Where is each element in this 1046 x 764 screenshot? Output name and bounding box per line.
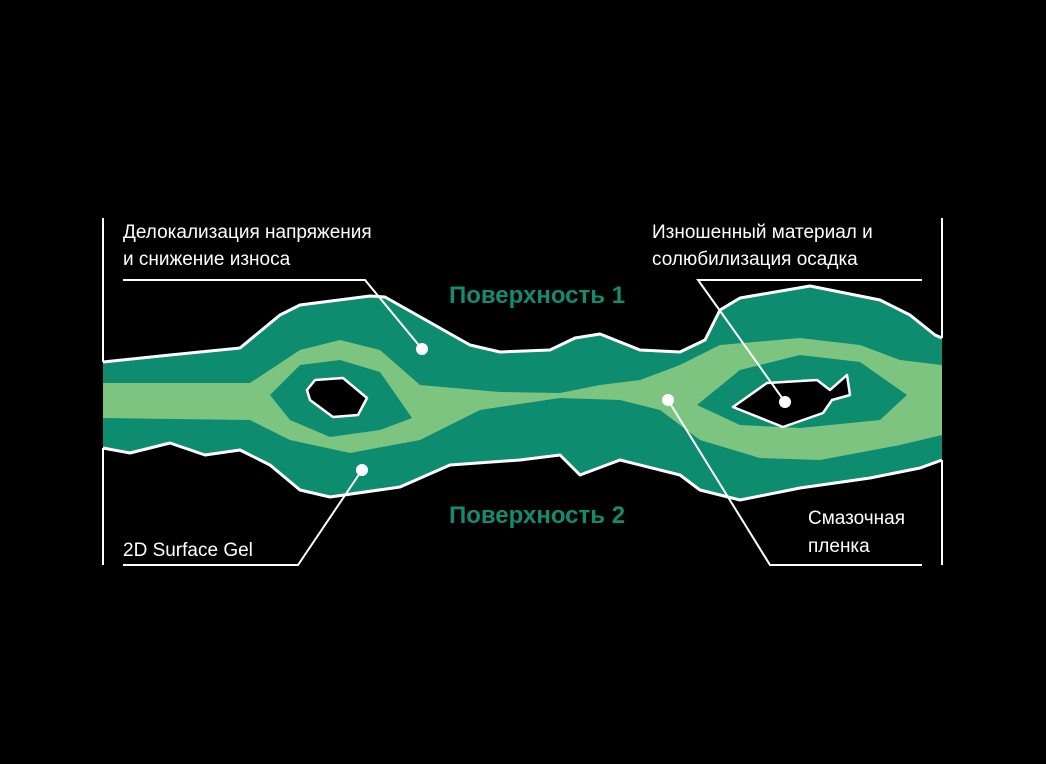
label-surface-1: Поверхность 1 [449,282,625,309]
dot-gel [356,464,368,476]
leader-film [667,399,922,566]
label-wear-line2: солюбилизация осадка [652,249,858,270]
label-film-line2: пленка [808,536,870,557]
surface-1-edge [102,284,943,364]
wear-particle-right [731,373,852,429]
leader-stress [123,279,423,350]
label-stress-line1: Делокализация напряжения [123,222,372,243]
label-wear-line1: Изношенный материал и [652,222,873,243]
label-stress-line2: и снижение износа [123,249,291,270]
label-film-line1: Смазочная [808,508,905,529]
dot-stress [416,343,428,355]
label-surface-gel: 2D Surface Gel [123,540,253,561]
label-surface-2: Поверхность 2 [449,502,625,529]
dot-wear [779,396,791,408]
surface-2-edge [102,441,943,502]
wear-particle-left [305,376,369,419]
leader-wear [696,279,922,403]
dot-film [662,394,674,406]
leader-gel [123,469,363,566]
